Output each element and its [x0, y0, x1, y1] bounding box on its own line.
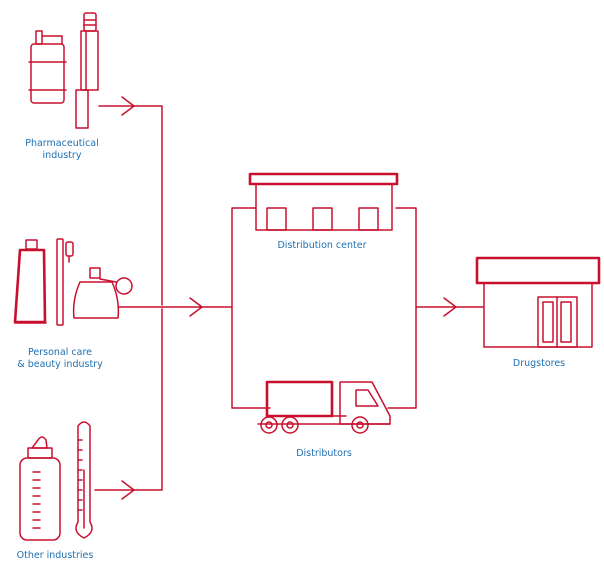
loop-line-left [231, 207, 271, 409]
label-distributors: Distributors [274, 448, 374, 460]
pharmaceutical-plant-icon [28, 12, 99, 129]
arrow-head-icon [121, 96, 135, 116]
label-personal-care-industry: Personal care & beauty industry [0, 347, 120, 371]
label-line: Personal care [28, 347, 92, 358]
label-line: industry [42, 150, 82, 161]
arrow-head-icon [121, 480, 135, 500]
label-pharmaceutical-industry: Pharmaceutical industry [2, 138, 122, 162]
flow-line-pharmaceutical [98, 105, 163, 306]
flow-line-other [94, 308, 163, 491]
arrow-head-icon [443, 297, 457, 317]
truck-icon [257, 380, 391, 434]
warehouse-icon [248, 172, 399, 231]
label-line: Pharmaceutical [25, 138, 99, 149]
cosmetics-icon [13, 238, 133, 326]
label-other-industries: Other industries [0, 550, 110, 562]
label-line: Other industries [16, 550, 94, 561]
label-distribution-center: Distribution center [262, 240, 382, 252]
loop-line-right [387, 207, 417, 409]
source-flow-lines [94, 96, 233, 500]
label-drugstores: Drugstores [489, 358, 589, 370]
label-line: Drugstores [512, 358, 566, 369]
arrow-head-icon [189, 297, 203, 317]
store-icon [475, 256, 601, 348]
label-line: & beauty industry [17, 359, 103, 370]
hub-flow-lines [231, 207, 484, 409]
baby-bottle-thermometer-icon [19, 421, 93, 541]
label-line: Distributors [296, 448, 352, 459]
label-line: Distribution center [277, 240, 367, 251]
